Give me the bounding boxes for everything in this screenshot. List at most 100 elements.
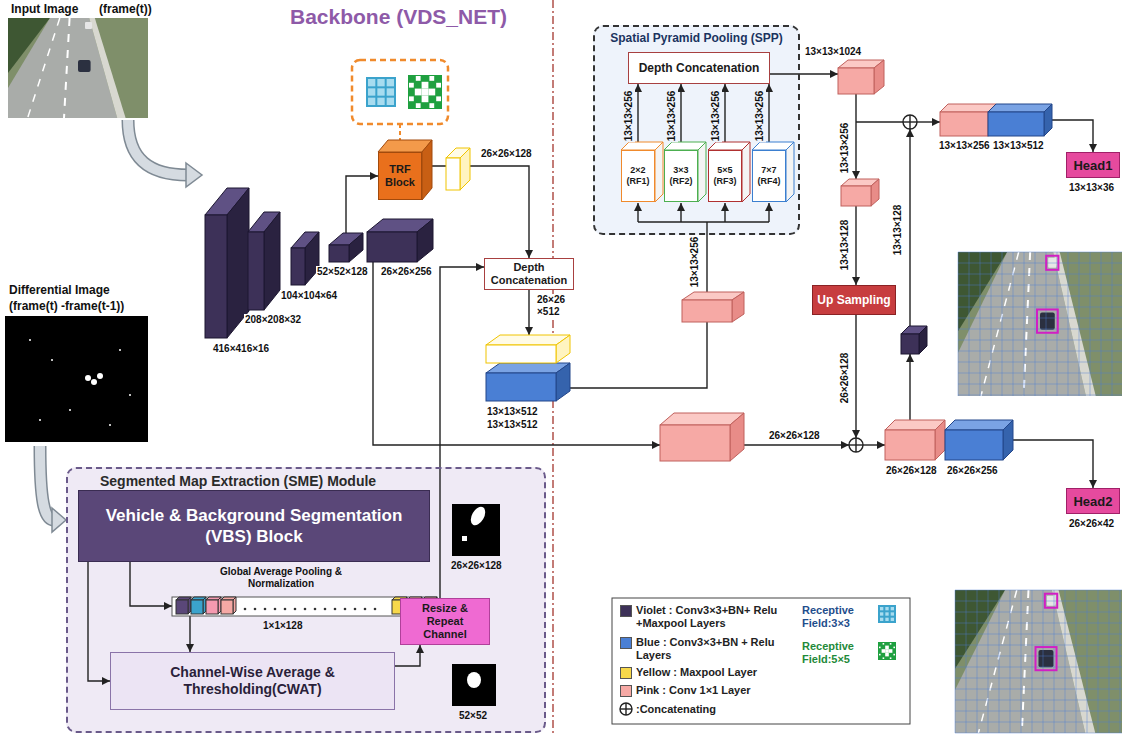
node-label: 5×5 (RF3) xyxy=(711,165,739,187)
sme-module: Segmented Map Extraction (SME) ModuleVeh… xyxy=(66,467,546,733)
cuboid-front xyxy=(221,600,233,614)
shape xyxy=(955,590,1122,733)
shape xyxy=(885,649,889,653)
shape xyxy=(958,296,1122,297)
shape xyxy=(883,657,885,659)
layer-cuboid xyxy=(901,326,927,354)
shape xyxy=(69,409,71,411)
shape xyxy=(468,504,488,527)
cuboid-side xyxy=(919,326,927,354)
shape xyxy=(978,590,1016,733)
dimension-label: 26×26×128 xyxy=(885,465,938,477)
shape xyxy=(1002,252,1003,396)
shape xyxy=(1024,252,1031,396)
node-label: Head1 xyxy=(1073,158,1112,173)
shape xyxy=(958,351,1122,352)
ellipsis-dot xyxy=(284,608,287,611)
shape xyxy=(1010,590,1011,733)
ellipsis-dot xyxy=(324,608,327,611)
legend-swatch xyxy=(620,637,632,649)
rf-block: 2×2 (RF1) xyxy=(621,150,655,202)
connector xyxy=(395,645,420,666)
wire xyxy=(856,121,903,122)
wire xyxy=(724,203,725,222)
cuboid-top xyxy=(988,104,1052,112)
shape xyxy=(467,672,481,688)
shape xyxy=(885,646,889,650)
shape xyxy=(422,89,429,96)
node-label: Depth Concatenation xyxy=(488,261,570,287)
module-ground xyxy=(66,467,546,733)
wire xyxy=(744,444,849,445)
shape xyxy=(387,88,394,95)
shape xyxy=(849,438,863,452)
shape xyxy=(1022,590,1029,733)
shape xyxy=(85,22,92,29)
cuboid-side xyxy=(742,142,750,202)
shape xyxy=(955,656,1122,657)
shape xyxy=(186,163,202,187)
node-label: 3×3 (RF2) xyxy=(667,165,695,187)
wire xyxy=(770,73,838,74)
dimension-label: 13×13×128 xyxy=(839,219,851,272)
rf-cuboid xyxy=(621,142,663,202)
shape xyxy=(52,508,66,532)
dimension-label: 26×26×128 xyxy=(480,148,533,160)
legend-entry: Blue : Conv3×3+BN + Relu Layers xyxy=(620,636,798,662)
shape xyxy=(422,95,429,102)
node-label: Channel-Wise Average & Thresholding(CWAT… xyxy=(121,664,384,698)
connector xyxy=(637,84,638,150)
shape xyxy=(909,115,910,129)
shape xyxy=(1043,590,1044,733)
cuboid-front xyxy=(682,300,732,322)
shape xyxy=(977,590,978,733)
wire xyxy=(909,354,910,420)
wire xyxy=(909,129,910,326)
vector-cell xyxy=(206,597,221,614)
dimension-label: 13×13×512 xyxy=(992,140,1045,152)
shape xyxy=(893,647,895,649)
legend-entry: Receptive Field:3×3 xyxy=(802,604,874,630)
shape xyxy=(999,590,1000,733)
shape xyxy=(880,607,883,610)
shape xyxy=(428,89,435,96)
cuboid-side xyxy=(460,148,470,190)
cuboid-side xyxy=(874,60,884,94)
layer-cuboid xyxy=(446,148,470,190)
cuboid-side xyxy=(556,335,570,363)
shape xyxy=(409,96,414,101)
rf-block: 7×7 (RF4) xyxy=(752,150,786,202)
shape xyxy=(1109,590,1110,733)
shape xyxy=(368,88,375,95)
cuboid-side xyxy=(698,142,706,202)
cuboid-side xyxy=(556,363,570,401)
ellipsis-dot xyxy=(344,608,347,611)
road-photo xyxy=(8,18,148,118)
shape xyxy=(958,373,1122,374)
cuboid-front xyxy=(940,112,988,136)
dimension-label: 13×13×512 xyxy=(486,419,539,431)
cuboid-front xyxy=(660,425,730,461)
ellipsis-dot xyxy=(354,608,357,611)
dimension-label: 13×13×36 xyxy=(1068,182,1115,194)
wire xyxy=(189,616,190,652)
layer-cuboid xyxy=(291,232,319,285)
connector xyxy=(768,84,769,150)
cuboid-front xyxy=(988,112,1044,136)
shape xyxy=(1052,590,1095,733)
shape xyxy=(955,601,1122,602)
input-arrow xyxy=(128,120,202,187)
shape xyxy=(991,252,992,396)
vector-cell xyxy=(221,597,236,614)
shape xyxy=(368,79,375,86)
concat-symbol xyxy=(903,115,917,129)
head-box: Head2 xyxy=(1066,488,1120,514)
node-label: 2×2 (RF1) xyxy=(624,165,652,187)
node-label: TRF Block xyxy=(381,163,419,189)
layer-cuboid xyxy=(885,420,945,460)
shape xyxy=(879,647,881,649)
shape xyxy=(5,316,148,442)
cuboid-side xyxy=(349,233,363,262)
shape xyxy=(879,654,881,656)
layer-cuboid xyxy=(486,335,570,363)
